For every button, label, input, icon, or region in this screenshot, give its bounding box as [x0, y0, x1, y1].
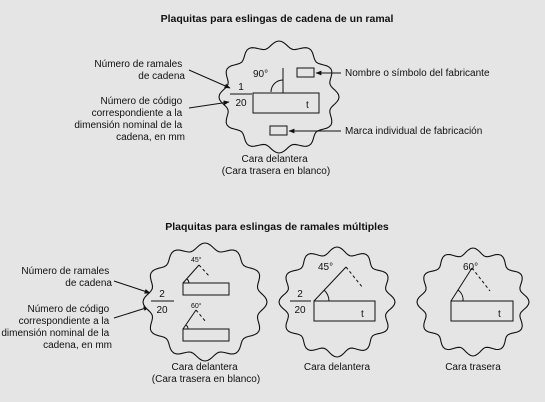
plate2-leg	[313, 266, 347, 302]
multi-label-branches: Número de ramales de cadena	[21, 266, 112, 289]
plate1-lower-box	[182, 328, 230, 342]
plate2-dash	[345, 266, 364, 289]
plate2-caption: Cara delantera	[304, 362, 371, 373]
plate2-box-letter: t	[361, 309, 364, 320]
plate3-leg	[450, 267, 473, 302]
plate3-arc	[457, 289, 464, 302]
plate2-angle: 45°	[318, 262, 333, 273]
plate3-box	[450, 300, 514, 322]
plate2-arc	[323, 289, 330, 302]
plate1-upper-dash	[198, 264, 211, 278]
single-label-code: Número de código correspondiente a la di…	[74, 96, 185, 143]
single-caption: Cara delantera (Cara trasera en blanco)	[222, 154, 330, 177]
plate3-caption: Cara trasera	[445, 362, 501, 373]
plate1-lower-angle: 60°	[191, 302, 202, 310]
plate1-fraction-bottom: 20	[156, 305, 168, 316]
plate1-upper-leg	[182, 264, 200, 284]
plate3-angle: 60°	[463, 262, 478, 273]
single-fraction-bottom: 20	[235, 98, 247, 109]
multi-leg-title: Plaquitas para eslingas de ramales múlti…	[165, 221, 389, 233]
multi-tag-plate-back	[416, 247, 530, 357]
individual-mark-box	[269, 125, 288, 136]
single-label-maker: Nombre o símbolo del fabricante	[345, 68, 490, 79]
plate1-fraction-top: 2	[159, 289, 165, 300]
single-branches-arrow	[188, 69, 231, 89]
single-label-branches: Número de ramales de cadena	[94, 59, 185, 82]
single-code-arrow	[188, 100, 230, 109]
plate1-lower-dash	[195, 309, 207, 323]
multi-code-arrow	[113, 306, 150, 319]
single-label-mark: Marca individual de fabricación	[345, 126, 482, 137]
plate2-fraction-top: 2	[297, 289, 303, 300]
single-fraction-top: 1	[238, 82, 244, 93]
multi-tag-plate-front	[142, 242, 268, 362]
plate1-lower-leg	[182, 309, 197, 330]
plate3-dash	[471, 267, 491, 292]
single-angle-label: 90°	[253, 69, 268, 80]
plate1-upper-arc	[186, 278, 190, 284]
plate2-fraction-bottom: 20	[294, 305, 306, 316]
plate1-caption: Cara delantera (Cara trasera en blanco)	[152, 362, 260, 385]
plate1-lower-arc	[185, 324, 189, 330]
single-leg-tag-plate	[218, 40, 340, 154]
single-leg-title: Plaquitas para eslingas de cadena de un …	[161, 13, 394, 25]
single-tag-box	[252, 92, 320, 114]
plate3-box-letter: t	[498, 309, 501, 320]
multi-tag-plate-front-2	[278, 246, 396, 358]
plate2-box	[313, 300, 376, 322]
maker-symbol-box	[296, 67, 315, 78]
single-box-letter: t	[306, 100, 309, 111]
plate1-upper-angle: 45°	[191, 256, 202, 264]
multi-branches-arrow	[113, 280, 151, 294]
multi-label-code: Número de código correspondiente a la di…	[1, 304, 112, 351]
plate1-upper-box	[182, 282, 230, 296]
single-angle-arc	[270, 79, 284, 93]
